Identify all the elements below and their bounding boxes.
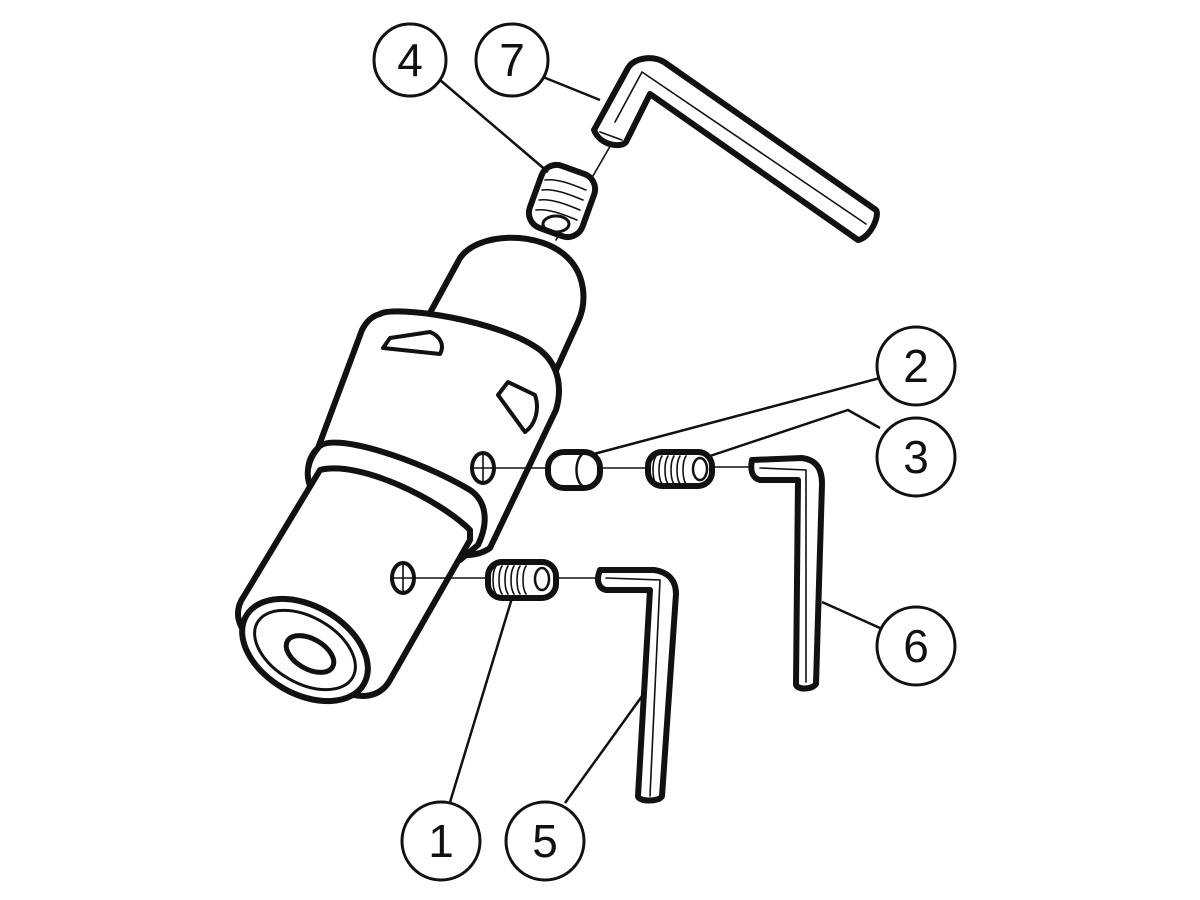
part-1-set-screw: [485, 559, 559, 601]
part-6-hex-key: [748, 455, 825, 692]
callout-3-label: 3: [903, 431, 929, 483]
callout-6-label: 6: [903, 620, 929, 672]
callout-7-label: 7: [499, 34, 525, 86]
callout-5: 5: [504, 800, 586, 882]
callout-4: 4: [372, 22, 448, 98]
callout-1-label: 1: [428, 815, 454, 867]
part-5-hex-key: [595, 567, 679, 804]
part-4-set-screw: [525, 161, 599, 241]
part-3-set-screw: [645, 449, 715, 489]
callout-1: 1: [400, 800, 482, 882]
part-2-pin: [545, 449, 603, 491]
callout-7: 7: [474, 22, 550, 98]
screw-hole-lower: [390, 561, 416, 595]
screw-hole-upper: [470, 451, 496, 485]
part-7-hex-key: [591, 55, 880, 243]
callout-2-label: 2: [903, 340, 929, 392]
callout-4-label: 4: [397, 34, 423, 86]
callout-2: 2: [875, 325, 957, 407]
callout-3: 3: [875, 416, 957, 498]
callout-6: 6: [875, 605, 957, 687]
leader-lines: [439, 75, 881, 823]
tool-body: [235, 234, 587, 705]
callout-5-label: 5: [532, 815, 558, 867]
